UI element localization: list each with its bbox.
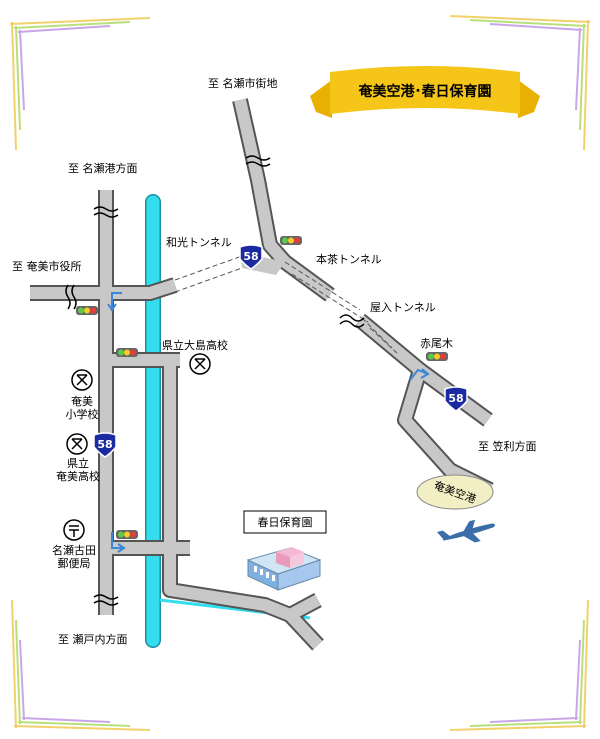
label-post-1: 名瀬古田 xyxy=(52,543,96,557)
frame-corners xyxy=(9,15,591,731)
label-amami-hs-2: 奄美高校 xyxy=(56,469,100,483)
dir-naze-city: 至 名瀬市街地 xyxy=(208,76,278,90)
direction-arrows xyxy=(107,292,430,553)
nursery-label: 春日保育園 xyxy=(258,515,313,529)
post-office-icon xyxy=(63,519,85,541)
traffic-light-icon xyxy=(426,352,448,361)
svg-text:58: 58 xyxy=(448,392,463,405)
label-amami-es-2: 小学校 xyxy=(66,407,99,421)
svg-text:58: 58 xyxy=(243,250,258,263)
school-icon xyxy=(71,369,93,391)
airplane-icon xyxy=(436,519,496,543)
traffic-light-icon xyxy=(116,348,138,357)
road-break-marks xyxy=(65,155,365,606)
route-sign-icon: 58 xyxy=(93,432,117,458)
dir-city-office: 至 奄美市役所 xyxy=(12,259,82,273)
nursery-label-box: 春日保育園 xyxy=(243,510,327,534)
label-amami-es-1: 奄美 xyxy=(71,394,93,408)
route-sign-icon: 58 xyxy=(239,244,263,270)
dir-kasari: 至 笠利方面 xyxy=(478,439,537,453)
title-ribbon: 奄美空港･春日保育園 xyxy=(310,66,540,118)
dir-naze-port: 至 名瀬港方面 xyxy=(68,161,138,175)
traffic-light-icon xyxy=(76,306,98,315)
nursery-building-icon xyxy=(246,547,322,591)
label-post-2: 郵便局 xyxy=(58,557,91,570)
svg-text:58: 58 xyxy=(97,438,112,451)
map-title: 奄美空港･春日保育園 xyxy=(359,83,492,100)
tunnel-wako: 和光トンネル xyxy=(166,235,232,249)
label-oshima-hs: 県立大島高校 xyxy=(162,338,228,352)
label-akao: 赤尾木 xyxy=(420,337,453,350)
school-icon xyxy=(189,353,211,375)
traffic-lights xyxy=(76,236,448,539)
traffic-light-icon xyxy=(280,236,302,245)
traffic-light-icon xyxy=(116,530,138,539)
route-sign-icon: 58 xyxy=(444,386,468,412)
label-amami-hs-1: 県立 xyxy=(67,456,89,470)
tunnel-honcha: 本茶トンネル xyxy=(316,252,382,266)
dir-setouchi: 至 瀬戸内方面 xyxy=(58,632,128,646)
school-icon xyxy=(66,433,88,455)
airport-marker: 奄美空港 xyxy=(416,474,494,510)
tunnel-yairi: 屋入トンネル xyxy=(370,301,436,314)
map-labels: 至 名瀬市街地 至 名瀬港方面 至 奄美市役所 至 瀬戸内方面 至 笠利方面 和… xyxy=(12,76,537,646)
